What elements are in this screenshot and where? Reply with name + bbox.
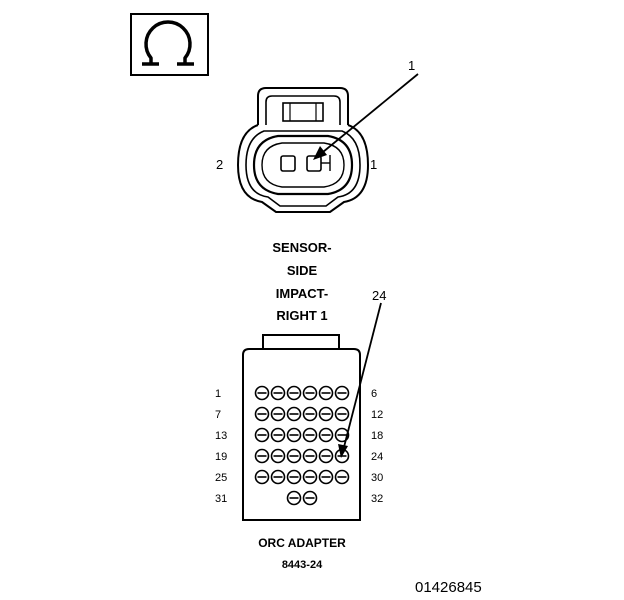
pin-cavity — [270, 448, 286, 464]
pin-cavity — [254, 406, 270, 422]
orc-adapter-connector — [242, 334, 361, 521]
sensor-callout-label: 1 — [408, 58, 415, 73]
orc-pin-label: 32 — [371, 493, 383, 505]
orc-part-number: 8443-24 — [282, 559, 323, 571]
pin-cavity — [318, 448, 334, 464]
orc-pin-label: 25 — [215, 472, 227, 484]
pin-cavity — [286, 448, 302, 464]
pin-cavity — [270, 385, 286, 401]
pin-cavity — [270, 469, 286, 485]
sensor-connector — [236, 87, 370, 213]
callout-24-arrowhead — [338, 444, 348, 458]
ohmmeter-symbol — [130, 13, 209, 76]
orc-pin-label: 30 — [371, 472, 383, 484]
sensor-caption-line: SIDE — [287, 263, 318, 278]
orc-pin-grid — [254, 385, 350, 506]
figure-id: 01426845 — [415, 579, 482, 596]
orc-pin-label: 18 — [371, 430, 383, 442]
orc-pin-label: 13 — [215, 430, 227, 442]
pin-cavity — [334, 385, 350, 401]
sensor-caption-line: SENSOR- — [272, 240, 331, 255]
callout-1-arrowhead — [313, 146, 327, 160]
pin-cavity — [318, 427, 334, 443]
orc-pin-label: 6 — [371, 388, 377, 400]
pin-cavity — [302, 427, 318, 443]
pin-cavity — [254, 469, 270, 485]
pin-cavity — [302, 385, 318, 401]
pin-cavity — [286, 469, 302, 485]
sensor-caption-line: RIGHT 1 — [276, 308, 327, 323]
pin-cavity — [254, 427, 270, 443]
pin-cavity — [286, 490, 302, 506]
orc-pin-label: 24 — [371, 451, 383, 463]
callout-1-leader — [322, 73, 419, 153]
pin-cavity — [270, 406, 286, 422]
orc-callout-label: 24 — [372, 288, 386, 303]
pin-cavity — [302, 448, 318, 464]
pin-cavity — [254, 448, 270, 464]
pin-cavity — [270, 427, 286, 443]
pin-cavity — [334, 469, 350, 485]
orc-caption: ORC ADAPTER — [258, 536, 346, 550]
sensor-pin-left-label: 2 — [216, 157, 223, 172]
orc-pin-label: 1 — [215, 388, 221, 400]
orc-right-labels: 6 12 18 24 30 32 — [371, 388, 383, 505]
sensor-pin-right-label: 1 — [370, 157, 377, 172]
sensor-caption: SENSOR- SIDE IMPACT- RIGHT 1 — [272, 240, 331, 323]
orc-pin-label: 12 — [371, 409, 383, 421]
pin-cavity — [302, 406, 318, 422]
pin-cavity — [302, 469, 318, 485]
pin-cavity — [302, 490, 318, 506]
ohm-icon — [144, 20, 192, 63]
pin-cavity — [286, 406, 302, 422]
pin-cavity — [318, 406, 334, 422]
orc-pin-label: 31 — [215, 493, 227, 505]
pin-cavity — [318, 469, 334, 485]
callout-24-leader — [343, 302, 382, 448]
pin-cavity — [286, 385, 302, 401]
orc-pin-label: 19 — [215, 451, 227, 463]
orc-pin-label: 7 — [215, 409, 221, 421]
pin-cavity — [334, 427, 350, 443]
pin-cavity — [286, 427, 302, 443]
sensor-caption-line: IMPACT- — [276, 286, 328, 301]
pin-cavity — [318, 385, 334, 401]
orc-left-labels: 1 7 13 19 25 31 — [215, 388, 227, 505]
pin-cavity — [254, 385, 270, 401]
pin-cavity — [334, 406, 350, 422]
